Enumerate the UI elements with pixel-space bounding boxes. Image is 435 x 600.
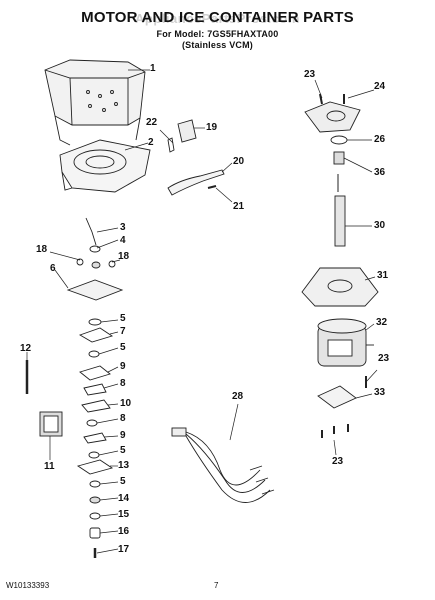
callout-5b: 5 [120,342,126,353]
callout-18-left: 18 [36,244,48,255]
bracket-part [167,119,197,153]
callout-8a: 8 [120,378,126,389]
callout-30: 30 [374,220,386,231]
left-stack-parts [66,217,124,558]
callout-9b: 9 [120,430,126,441]
motor-part [317,318,374,367]
page-number: 7 [214,581,219,590]
callout-24: 24 [374,81,386,92]
callout-5c: 5 [120,445,126,456]
wire-harness-part [171,427,275,503]
motor-cover-part [301,267,379,307]
page-title: MOTOR AND ICE CONTAINER PARTS [81,9,354,26]
callout-23-bottom: 23 [332,456,344,467]
mount-plate-part [317,385,357,409]
callout-21: 21 [233,201,245,212]
variant-line: (Stainless VCM) [181,40,253,50]
callout-8b: 8 [120,413,126,424]
auger-housing-part [59,139,151,193]
model-line: For Model: 7GS5FHAXTA00 [156,29,279,39]
callout-9a: 9 [120,361,126,372]
callout-28: 28 [232,391,244,402]
callout-3: 3 [120,222,126,233]
callout-12: 12 [20,343,32,354]
lever-part [167,169,225,196]
callout-18-right: 18 [118,251,130,262]
callout-36: 36 [374,167,386,178]
callout-1: 1 [150,63,156,74]
watermark-text: AppliancePartsPros.com [135,11,300,26]
callout-19: 19 [206,122,218,133]
callout-7: 7 [120,326,126,337]
callout-2: 2 [148,137,154,148]
screw-21 [207,185,217,189]
callout-5d: 5 [120,476,126,487]
callout-31: 31 [377,270,389,281]
ice-container-part [44,59,146,146]
callout-6: 6 [50,263,56,274]
callout-22: 22 [146,117,158,128]
callout-15: 15 [118,509,130,520]
callout-10: 10 [120,398,132,409]
callout-17: 17 [118,544,130,555]
callout-32: 32 [376,317,388,328]
callout-16: 16 [118,526,130,537]
callout-33: 33 [374,387,386,398]
doc-number: W10133393 [6,581,50,590]
callout-5a: 5 [120,313,126,324]
callout-26: 26 [374,134,386,145]
callout-4: 4 [120,235,126,246]
callout-11: 11 [44,461,55,472]
leader-lines [26,69,378,554]
callout-13: 13 [118,460,130,471]
callout-23-mid: 23 [378,353,390,364]
callout-14: 14 [118,493,130,504]
callout-23-top: 23 [304,69,316,80]
right-stack-parts [304,93,361,247]
callout-20: 20 [233,156,245,167]
